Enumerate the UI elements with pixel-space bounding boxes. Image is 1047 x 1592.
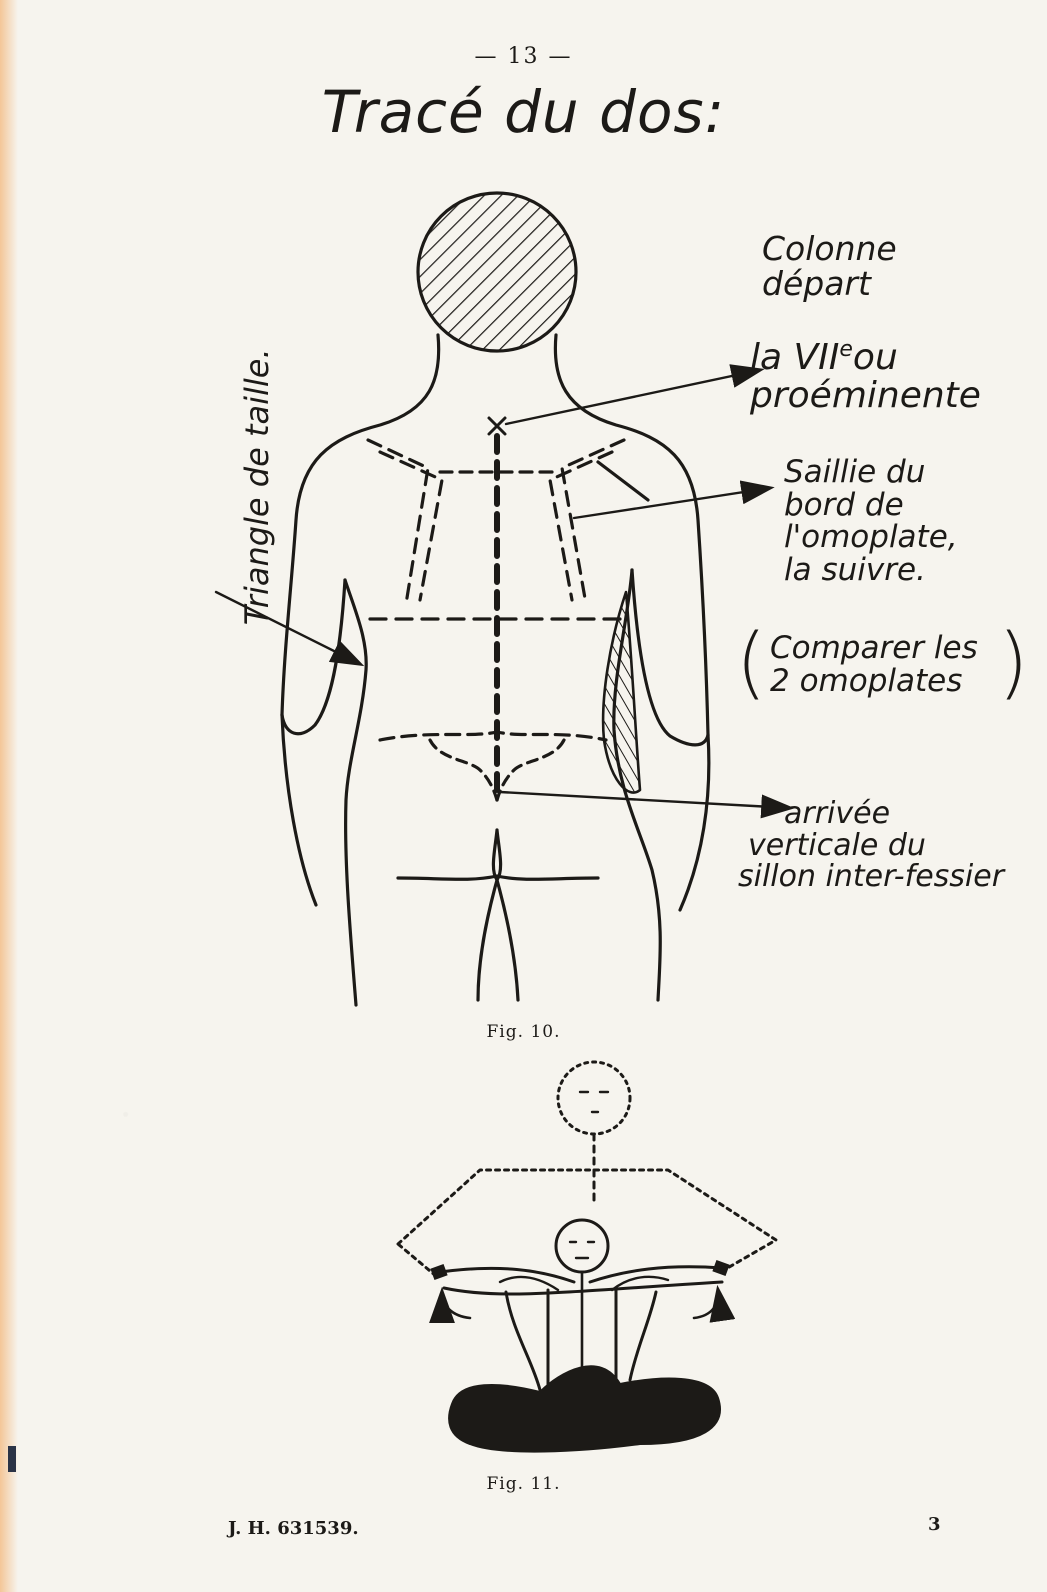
label-comparer-line2: 2 omoplates bbox=[770, 665, 978, 698]
dotted-head bbox=[558, 1062, 630, 1134]
label-vertebra-prefix: la VII bbox=[750, 337, 839, 378]
figure10-caption: Fig. 10. bbox=[0, 1022, 1047, 1042]
fig11-drawing bbox=[398, 1062, 776, 1452]
small-head bbox=[556, 1220, 608, 1272]
label-comparer: Comparer les 2 omoplates bbox=[770, 632, 978, 697]
label-arrivee-line3: sillon inter-fessier bbox=[738, 861, 1004, 893]
footer-signature-number: 3 bbox=[928, 1514, 941, 1535]
label-saillie-line3: l'omoplate, bbox=[784, 521, 958, 554]
label-triangle-de-taille: Triangle de taille. bbox=[241, 337, 275, 637]
label-comparer-line1: Comparer les bbox=[770, 632, 978, 665]
label-colonne-depart: Colonne départ bbox=[762, 232, 897, 301]
label-vertebra: la VIIeou proéminente bbox=[750, 338, 981, 415]
head-hatched bbox=[418, 193, 576, 351]
label-vertebra-line2: proéminente bbox=[750, 377, 981, 415]
paren-left: ( bbox=[736, 618, 766, 708]
label-saillie-line1: Saillie du bbox=[784, 456, 958, 489]
footer-reference: J. H. 631539. bbox=[228, 1518, 359, 1539]
seated-lower-body bbox=[449, 1366, 720, 1451]
label-colonne-line1: Colonne bbox=[762, 232, 897, 267]
waist-triangle-hatched bbox=[603, 592, 640, 793]
label-saillie-line2: bord de bbox=[784, 489, 958, 522]
label-arrivee-line2: verticale du bbox=[738, 830, 1004, 862]
label-arrivee: arrivée verticale du sillon inter-fessie… bbox=[738, 798, 1004, 893]
label-saillie: Saillie du bord de l'omoplate, la suivre… bbox=[784, 456, 958, 586]
label-vertebra-suffix: ou bbox=[853, 337, 898, 378]
label-saillie-line4: la suivre. bbox=[784, 554, 958, 587]
label-vertebra-line1: la VIIeou bbox=[750, 338, 981, 377]
label-arrivee-line1: arrivée bbox=[738, 798, 1004, 830]
label-vertebra-sup: e bbox=[839, 337, 853, 362]
paren-right: ) bbox=[998, 618, 1028, 708]
label-colonne-line2: départ bbox=[762, 267, 897, 302]
fig10-back-drawing bbox=[216, 193, 790, 1005]
figure11-caption: Fig. 11. bbox=[0, 1474, 1047, 1494]
